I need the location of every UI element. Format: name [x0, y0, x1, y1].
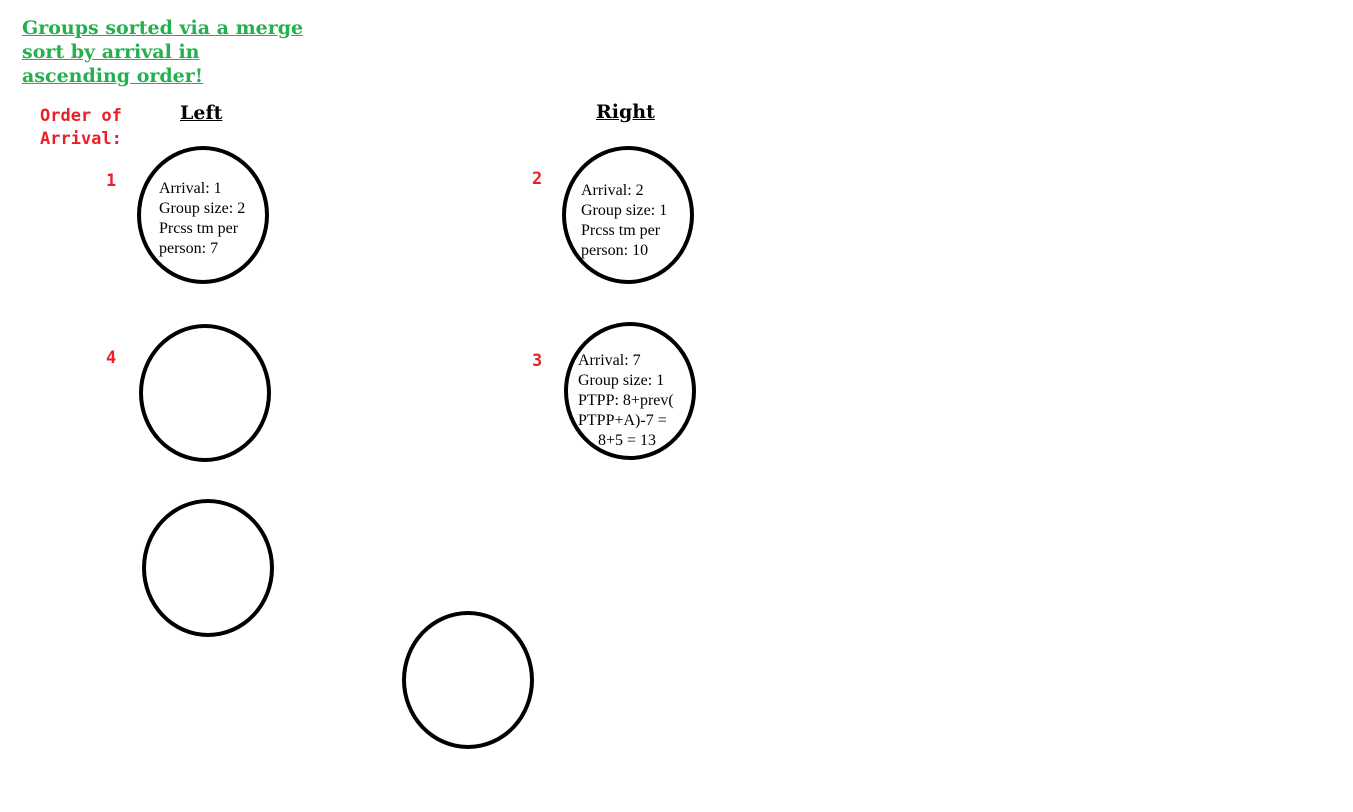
order-number-3: 3: [532, 351, 543, 371]
merged-node-empty: [402, 611, 534, 749]
node-3-group-size: Group size: 1: [578, 372, 665, 389]
page-title: Groups sorted via a merge sort by arriva…: [22, 17, 304, 87]
node-3-ptpp-formula: PTPP: 8+prev(: [578, 392, 674, 409]
order-of-arrival-label: Order of Arrival:: [40, 106, 122, 149]
order-number-1: 1: [106, 171, 117, 191]
left-column-header: Left: [180, 102, 223, 124]
node-1-group-size: Group size: 2: [159, 200, 246, 217]
order-number-4: 4: [106, 348, 117, 368]
node-2-group-size: Group size: 1: [581, 202, 668, 219]
node-2-process-time-label: Prcss tm per: [581, 222, 661, 239]
node-2-process-time-value: person: 10: [581, 242, 649, 259]
left-node-4: [139, 324, 271, 462]
node-2-arrival: Arrival: 2: [581, 182, 644, 199]
left-node-1: Arrival: 1 Group size: 2 Prcss tm per pe…: [137, 146, 269, 284]
left-node-empty: [142, 499, 274, 637]
node-1-arrival: Arrival: 1: [159, 180, 222, 197]
order-number-2: 2: [532, 169, 543, 189]
node-3-ptpp-result: 8+5 = 13: [598, 432, 657, 449]
node-1-process-time-value: person: 7: [159, 240, 219, 257]
right-column-header: Right: [596, 101, 655, 123]
node-3-arrival: Arrival: 7: [578, 352, 641, 369]
right-node-3: Arrival: 7 Group size: 1 PTPP: 8+prev( P…: [564, 322, 696, 460]
node-1-process-time-label: Prcss tm per: [159, 220, 239, 237]
node-3-ptpp-formula-cont: PTPP+A)-7 =: [578, 412, 667, 429]
right-node-2: Arrival: 2 Group size: 1 Prcss tm per pe…: [562, 146, 694, 284]
